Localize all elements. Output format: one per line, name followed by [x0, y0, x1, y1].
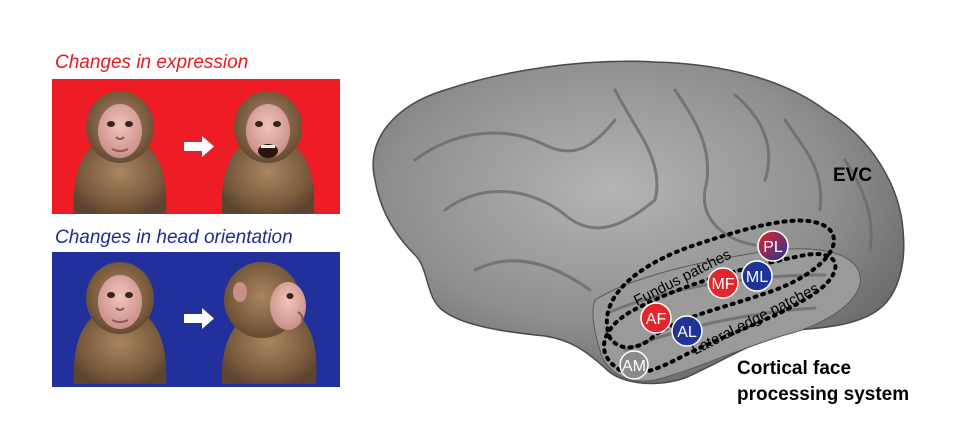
arrow-icon [184, 136, 214, 157]
arrow-icon [184, 308, 214, 329]
svg-text:MF: MF [711, 276, 734, 293]
evc-label: EVC [833, 165, 873, 186]
caption-line-2: processing system [737, 384, 910, 405]
fundus-region-outline [604, 218, 836, 350]
svg-text:AF: AF [646, 311, 667, 328]
patch-am: AM [619, 350, 649, 380]
svg-text:AM: AM [622, 358, 646, 375]
cortical-caption: Cortical face processing system [737, 356, 909, 408]
orientation-panel [52, 252, 340, 387]
monkey-turned-head [221, 262, 317, 384]
patch-pl: PL [757, 230, 789, 262]
patch-mf: MF [707, 267, 739, 299]
lateral-region-outline [602, 252, 838, 375]
orientation-heading: Changes in head orientation [55, 227, 293, 248]
monkey-open-mouth [221, 91, 315, 214]
expression-panel [52, 79, 340, 214]
expression-heading: Changes in expression [55, 52, 249, 73]
monkey-neutral-1 [73, 91, 167, 214]
svg-text:PL: PL [763, 239, 783, 256]
monkey-neutral-2 [73, 262, 167, 384]
patch-ml: ML [741, 260, 773, 292]
patch-al: AL [671, 315, 703, 347]
svg-text:AL: AL [677, 324, 697, 341]
svg-text:ML: ML [746, 269, 768, 286]
patch-af: AF [640, 302, 672, 334]
caption-line-1: Cortical face [737, 358, 852, 379]
brain-illustration: Fundus patches Lateral edge patches PL M… [372, 60, 905, 385]
